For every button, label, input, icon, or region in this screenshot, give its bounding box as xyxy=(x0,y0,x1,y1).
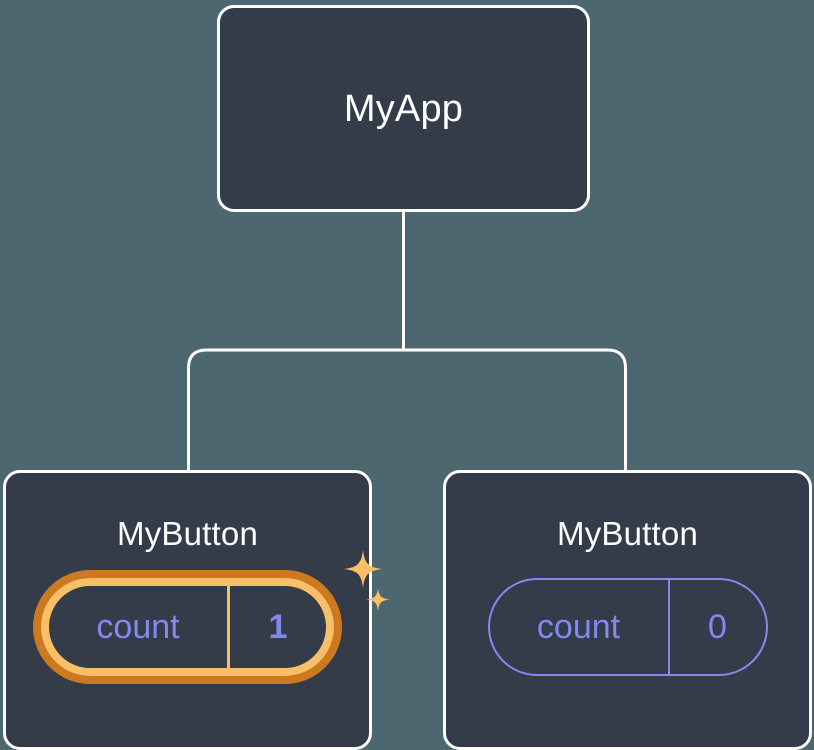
state-pill-divider-1 xyxy=(667,580,670,674)
state-value-0: 1 xyxy=(268,608,288,646)
state-pill-wrap-1: count 0 xyxy=(487,578,768,676)
node-label-myapp: MyApp xyxy=(343,87,464,130)
state-value-1: 0 xyxy=(708,608,727,646)
state-pill-1[interactable]: count 0 xyxy=(487,578,768,676)
state-pill-0[interactable]: count 1 xyxy=(41,578,334,676)
node-label-mybutton-1: MyButton xyxy=(557,515,698,552)
tree-node-root[interactable]: MyApp xyxy=(217,5,590,212)
state-key-1: count xyxy=(536,608,621,646)
tree-node-mybutton-1[interactable]: MyButton count 0 xyxy=(443,470,812,750)
state-pill-divider-0 xyxy=(227,586,230,668)
state-pill-wrap-0: count 1 xyxy=(41,550,390,676)
sparkles-icon xyxy=(344,550,390,611)
tree-node-mybutton-0[interactable]: MyButton count 1 xyxy=(3,470,390,750)
connector-branch-bar xyxy=(187,348,627,470)
diagram-canvas: MyApp MyButton count 1 MyButton count xyxy=(3,5,812,750)
state-key-0: count xyxy=(96,608,180,646)
node-label-mybutton-0: MyButton xyxy=(117,515,258,552)
